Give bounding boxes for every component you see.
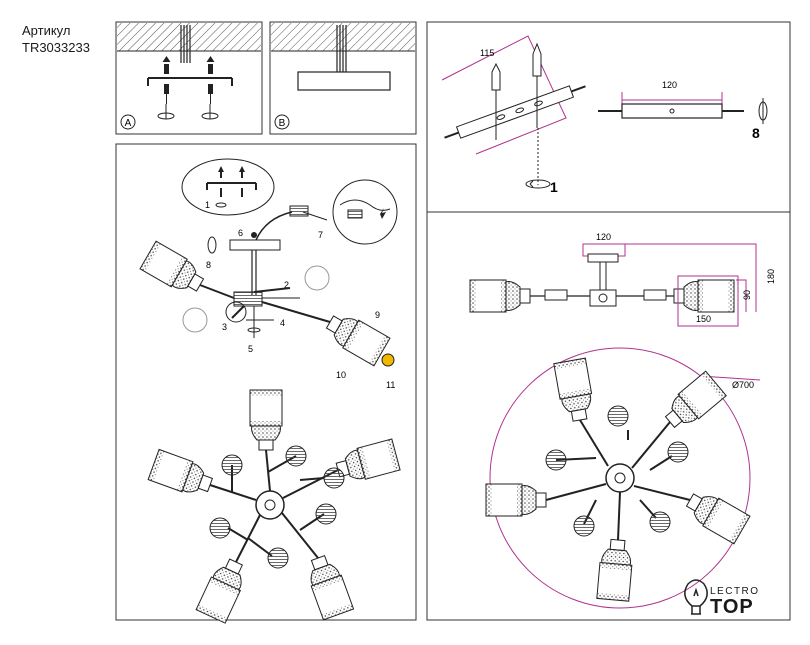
article-block: Артикул TR3033233 xyxy=(22,22,90,56)
anchor-right xyxy=(206,56,215,104)
fixture-top-view-left xyxy=(147,389,401,624)
anchor-left xyxy=(162,56,171,104)
step-9: 9 xyxy=(375,310,380,320)
step-3: 3 xyxy=(222,322,227,332)
brand-logo: LECTRO TOP xyxy=(710,586,760,617)
brand-top: TOP xyxy=(710,596,754,618)
step-4: 4 xyxy=(280,318,285,328)
article-code: TR3033233 xyxy=(22,40,90,55)
panel-a: A xyxy=(115,21,263,135)
step-10: 10 xyxy=(336,370,346,380)
height-shade-label: 90 xyxy=(742,290,752,300)
panel-a-label: A xyxy=(125,118,132,129)
assembly-panel: 1 7 6 8 2 3 4 5 xyxy=(115,143,417,624)
shade-length-label: 150 xyxy=(696,314,711,324)
mounting-panel: 115 1 120 8 xyxy=(426,21,791,213)
brand-lectro: LECTRO xyxy=(710,586,760,597)
panel-b-label: B xyxy=(279,118,286,129)
diameter-label: Ø700 xyxy=(732,380,754,390)
step-8: 8 xyxy=(206,260,211,270)
article-label: Артикул xyxy=(22,23,71,38)
mount-step-label: 1 xyxy=(550,179,558,195)
step-11: 11 xyxy=(386,380,395,390)
rotate-step-label: 8 xyxy=(752,125,760,141)
canopy-length-label: 120 xyxy=(662,80,677,90)
bulb-logo-icon xyxy=(684,579,708,615)
bracket-span-label: 115 xyxy=(480,48,494,58)
height-total-label: 180 xyxy=(766,269,776,284)
dimensions-panel: 120 180 90 150 Ø700 xyxy=(426,211,791,621)
fixture-top-view-right xyxy=(485,357,751,602)
panel-b: B xyxy=(269,21,417,135)
step-2: 2 xyxy=(284,280,289,290)
step-5: 5 xyxy=(248,344,253,354)
step-7: 7 xyxy=(318,230,323,240)
step-6: 6 xyxy=(238,228,243,238)
step-1: 1 xyxy=(205,200,210,210)
canopy-width-label: 120 xyxy=(596,232,611,242)
